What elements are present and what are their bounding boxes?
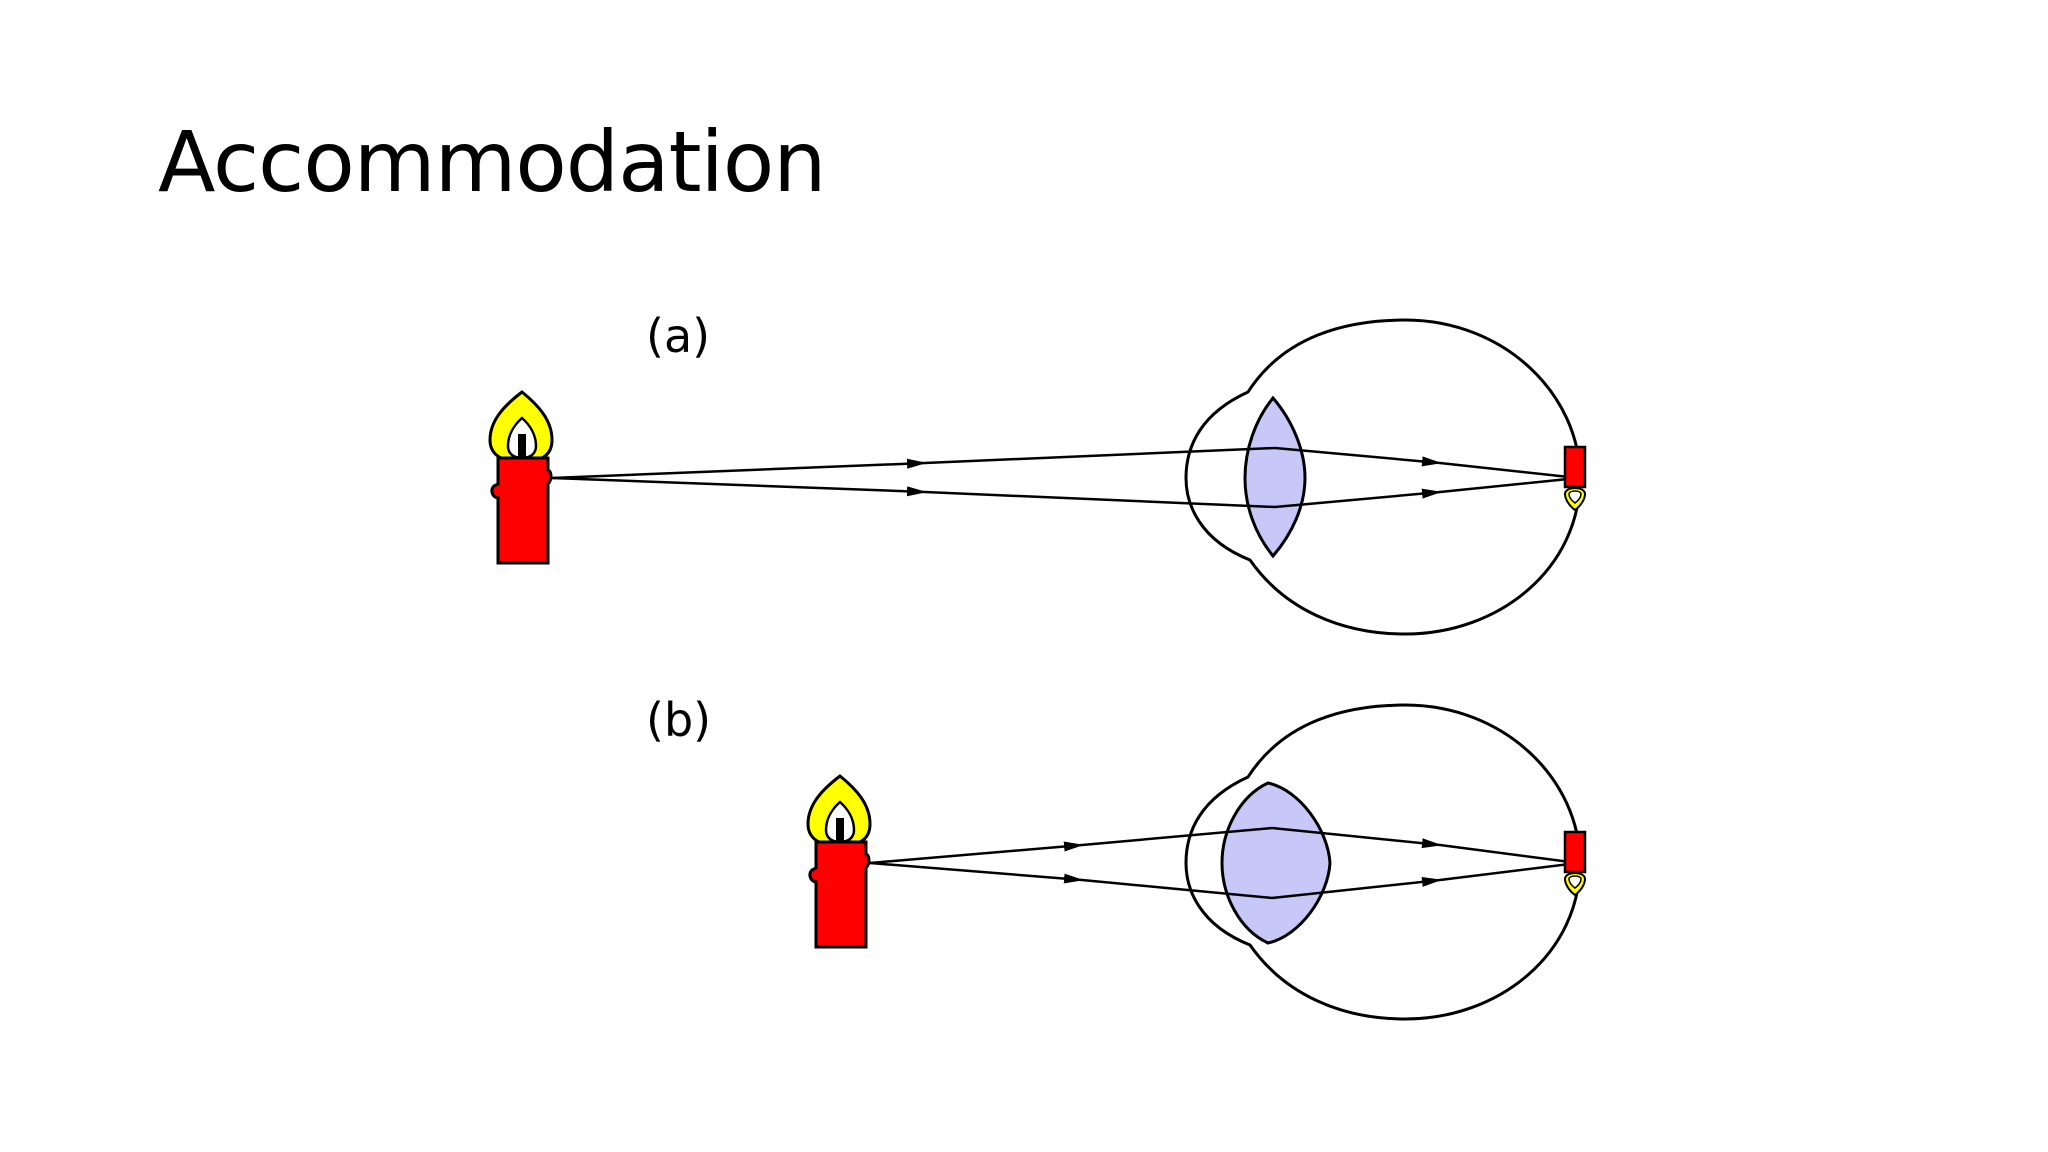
- eye-icon: [1184, 318, 1582, 636]
- slide-title: Accommodation: [158, 113, 826, 211]
- panel-b: (b): [646, 693, 1587, 1021]
- candle-icon: [806, 774, 872, 949]
- light-rays-a: [551, 446, 1579, 509]
- light-rays-b: [869, 826, 1579, 900]
- inverted-image-icon: [1563, 445, 1587, 512]
- lens-icon: [1243, 395, 1307, 559]
- panel-b-label: (b): [646, 693, 711, 747]
- lens-icon: [1220, 781, 1332, 945]
- panel-a: (a): [488, 309, 1587, 636]
- panel-a-label: (a): [646, 309, 710, 363]
- eye-icon: [1184, 703, 1582, 1021]
- inverted-image-icon: [1563, 830, 1587, 897]
- candle-icon: [488, 390, 554, 565]
